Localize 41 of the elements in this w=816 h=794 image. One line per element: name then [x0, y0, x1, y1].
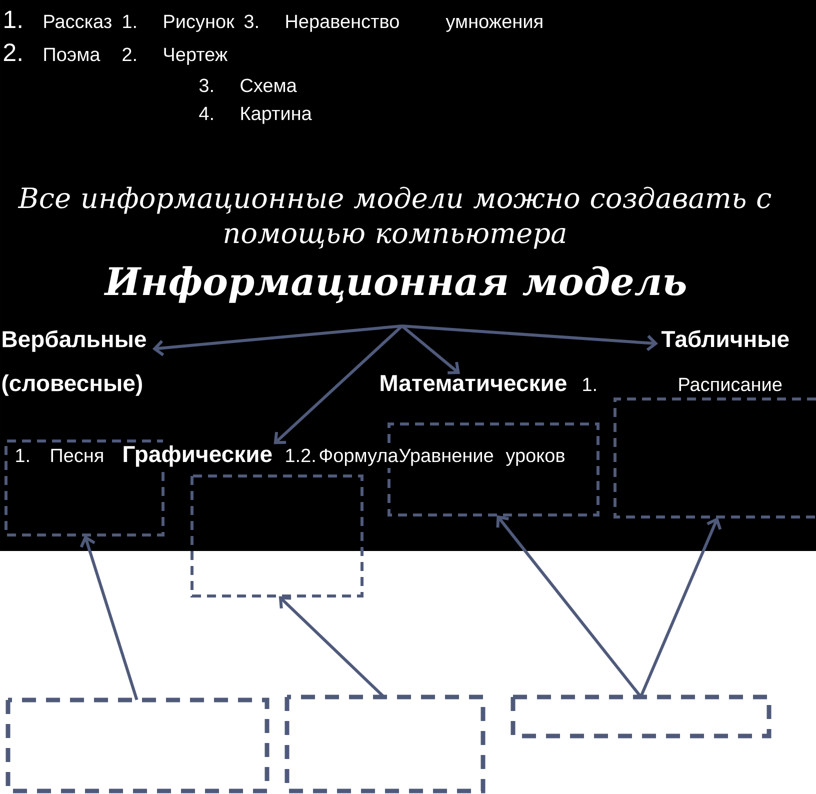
- arrow: [402, 324, 658, 352]
- list-number: 3.: [244, 14, 258, 28]
- dashed-box: [6, 698, 270, 794]
- arrow: [152, 324, 402, 356]
- list-number: 3.: [199, 78, 213, 92]
- category-label: Вербальные (словесные): [2, 330, 146, 396]
- list-item: Неравенство: [286, 14, 399, 32]
- list-item: Песня: [51, 448, 103, 462]
- list-number: 1.: [4, 10, 22, 28]
- list-number: 4.: [199, 106, 213, 120]
- category-label: Графические: [124, 445, 272, 467]
- title: Информационная модель: [104, 266, 686, 304]
- arrow: [401, 324, 460, 374]
- arrow: [639, 517, 722, 698]
- subtitle: Все информационные модели можно создавать с помощью компьютера: [18, 186, 772, 249]
- dashed-box: [284, 694, 486, 794]
- list-number: 2.: [122, 48, 136, 61]
- list-number: 1.: [583, 378, 596, 391]
- list-item: Рассказ: [44, 14, 112, 28]
- list-item: Картина: [241, 106, 312, 124]
- dashed-box: [510, 694, 772, 738]
- list-item: уроков: [506, 452, 564, 466]
- list-item: Уравнение: [399, 448, 494, 466]
- list-item: Чертеж: [164, 48, 228, 65]
- arrow: [274, 324, 404, 444]
- arrow: [80, 535, 138, 700]
- arrow: [278, 596, 385, 698]
- dashed-box: [190, 474, 364, 598]
- category-label: Математические: [380, 375, 566, 392]
- list-item: Рисунок: [164, 14, 234, 32]
- list-number: 1.: [123, 14, 136, 28]
- list-number: 2.: [4, 44, 22, 61]
- list-number: 1.2.: [286, 448, 315, 462]
- list-number: 1.: [16, 448, 29, 462]
- list-item: Схема: [240, 78, 297, 92]
- list-item: Поэма: [44, 48, 100, 62]
- list-item: умножения: [446, 18, 542, 32]
- dashed-box: [614, 398, 816, 518]
- arrow: [496, 515, 642, 698]
- category-label: Табличные: [661, 330, 789, 348]
- list-item: Формула: [320, 448, 398, 466]
